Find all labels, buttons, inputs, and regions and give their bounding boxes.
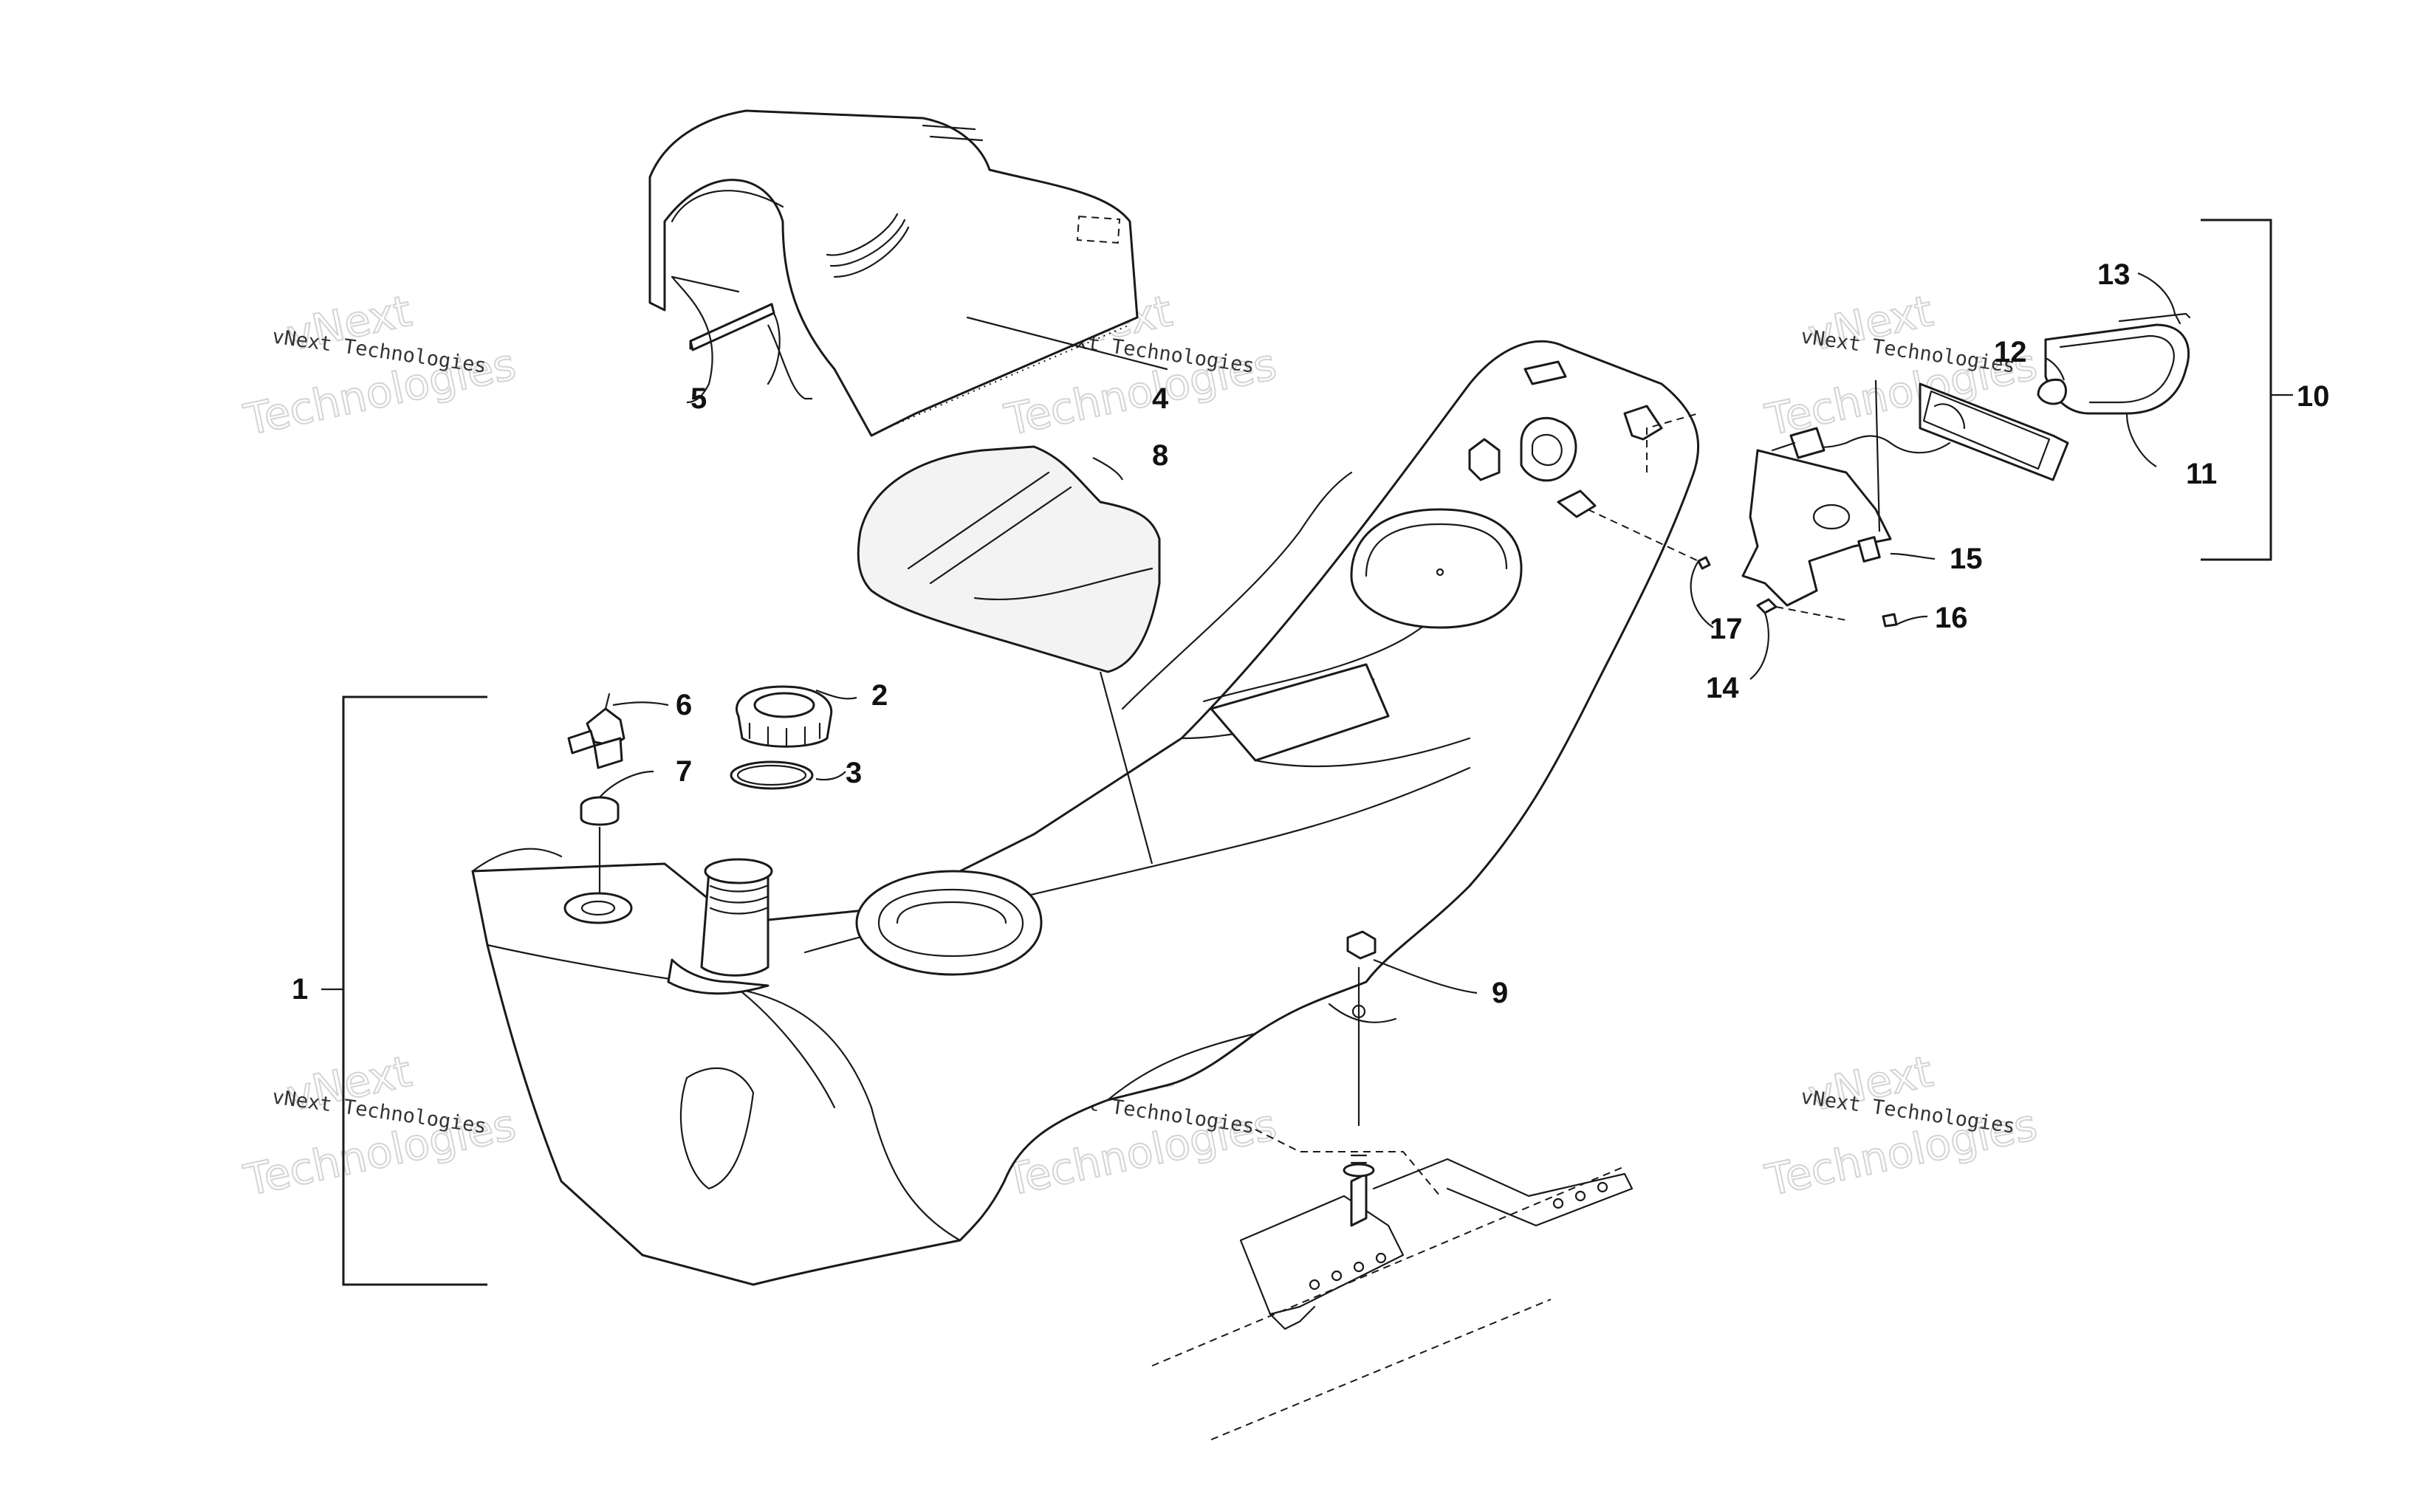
callout-4: 4	[1152, 382, 1169, 415]
callout-7: 7	[676, 755, 692, 788]
watermark-bottom-left: Technologies vNext vNext Technologies	[239, 1045, 521, 1206]
callout-14: 14	[1706, 672, 1739, 704]
fuel-tank-part	[471, 340, 1700, 1286]
fuel-sensor-part	[567, 693, 625, 769]
callout-2: 2	[871, 679, 888, 712]
callout-16: 16	[1935, 602, 1968, 634]
taillight-assembly	[1587, 312, 2191, 628]
gas-cap-part	[736, 685, 833, 748]
license-bracket	[1741, 449, 1892, 607]
bulb	[2037, 378, 2067, 405]
callout-10: 10	[2297, 380, 2330, 413]
callout-3: 3	[846, 757, 862, 789]
callout-11: 11	[2186, 458, 2217, 490]
seat-foam-part	[857, 445, 1161, 673]
nut-part	[1346, 930, 1377, 960]
bracket-assembly-10	[2201, 219, 2272, 561]
callout-6: 6	[676, 689, 692, 721]
callout-labels: 1 2 3 4 5 6 7 8 9 10 11 12 13 14 15 16 1…	[292, 258, 2330, 1009]
callout-1: 1	[292, 973, 308, 1006]
seat-strip-part	[689, 303, 775, 351]
callout-5: 5	[690, 382, 707, 415]
callout-9: 9	[1492, 977, 1508, 1009]
leader-lines	[321, 272, 2293, 1126]
bracket-assembly-1	[342, 695, 487, 1286]
callout-13: 13	[2097, 258, 2131, 291]
callout-8: 8	[1152, 439, 1168, 472]
callout-12: 12	[1994, 336, 2027, 368]
taillight-housing	[1919, 382, 2069, 481]
watermark-top-left: Technologies vNext vNext Technologies	[239, 285, 521, 446]
chassis-section	[1151, 1129, 1634, 1440]
callout-17: 17	[1710, 613, 1743, 645]
o-ring-part	[730, 760, 814, 790]
taillight-lens	[2044, 323, 2190, 415]
callout-15: 15	[1950, 543, 1983, 575]
grommet-part	[580, 796, 620, 826]
watermark-bottom-right: Technologies vNext vNext Technologies	[1761, 1045, 2043, 1206]
